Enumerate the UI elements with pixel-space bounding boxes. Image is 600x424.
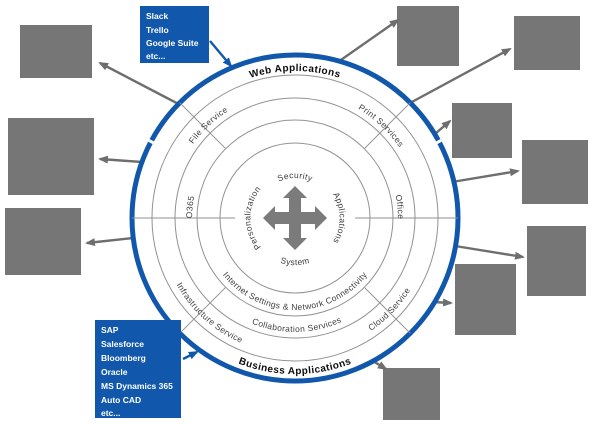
ring-label-system: System (279, 255, 310, 267)
spoke-upper-left (179, 102, 227, 150)
ring-label-office: Office (393, 194, 405, 220)
callout-line: Auto CAD (101, 395, 141, 405)
callout-line: Google Suite (146, 38, 199, 48)
web-apps-callout-arrow (209, 40, 233, 68)
placeholder-image-box-left-lower (5, 208, 81, 275)
callout-line: MS Dynamics 365 (101, 381, 173, 391)
spoke-lower-left (179, 286, 227, 334)
placeholder-image-box-top-center (397, 6, 459, 66)
connector-arrow-left-upper (98, 155, 143, 164)
placeholder-image-box-bottom-center (383, 368, 440, 420)
connector-arrow-top-center (337, 18, 400, 63)
ring-divider-notch-right (431, 136, 447, 147)
callouts: Slack Trello Google Suite etc... SAP Sal… (95, 6, 233, 418)
connector-arrow-right-3 (454, 244, 525, 260)
placeholder-image-box-top-left (20, 25, 92, 78)
placeholder-image-box-top-right (514, 16, 580, 70)
business-apps-callout-arrow (182, 350, 199, 361)
placeholder-image-box-right-4 (455, 264, 516, 335)
callout-line: Oracle (101, 367, 128, 377)
connector-arrow-top-left (98, 61, 191, 112)
connector-arrow-left-lower (85, 236, 134, 247)
business-apps-callout (95, 320, 181, 418)
web-apps-callout (140, 6, 209, 63)
ring-label-security: Security (276, 170, 315, 183)
callout-line: Salesforce (101, 339, 144, 349)
external-arrows (85, 18, 525, 371)
callout-line: etc... (101, 408, 120, 418)
connector-arrow-top-right (409, 47, 512, 105)
ring-label-o365: O365 (184, 195, 196, 219)
callout-line: Bloomberg (101, 353, 146, 363)
placeholder-image-box-right-1 (452, 103, 512, 158)
callout-line: Trello (146, 25, 169, 35)
spoke-lower-right (363, 286, 411, 334)
placeholder-image-box-right-2 (522, 140, 588, 204)
spoke-upper-right (363, 102, 411, 150)
callout-line: SAP (101, 325, 119, 335)
ring-divider-notch-left (143, 136, 159, 147)
placeholder-boxes (5, 6, 588, 420)
callout-line: etc... (146, 51, 165, 61)
move-cross-icon (263, 186, 327, 250)
callout-line: Slack (146, 11, 168, 21)
placeholder-image-box-right-3 (527, 226, 586, 296)
connector-arrow-right-2 (451, 168, 520, 184)
placeholder-image-box-left-upper (8, 118, 94, 195)
